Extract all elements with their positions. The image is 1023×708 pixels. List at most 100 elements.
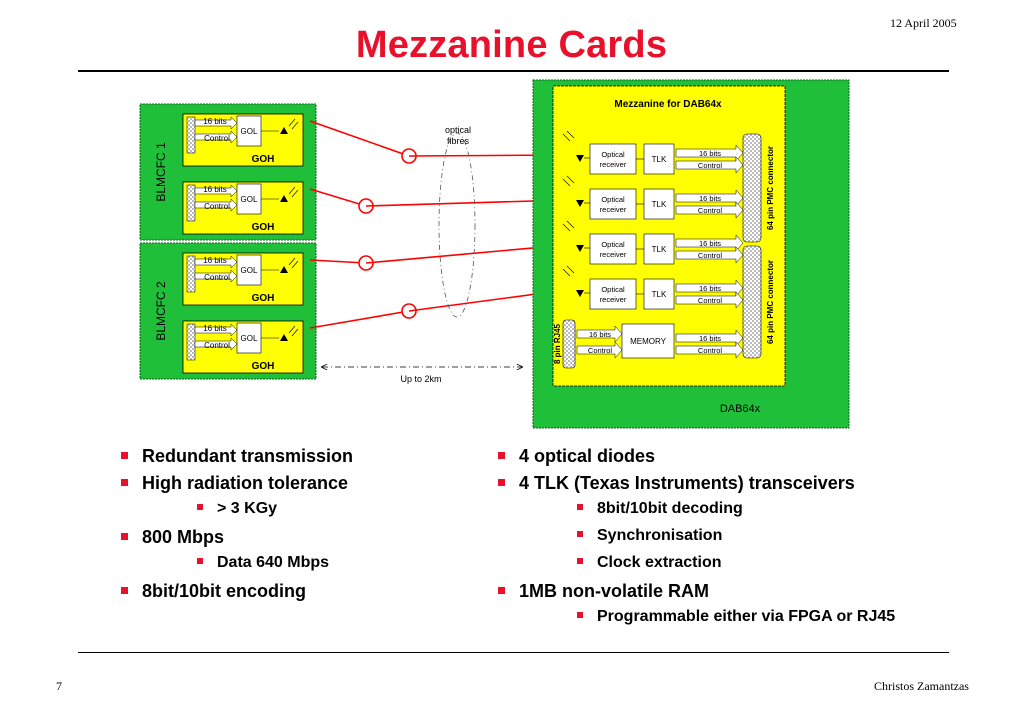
bits-label: 16 bits [203, 185, 227, 194]
bullet-text: 4 TLK (Texas Instruments) transceivers [519, 473, 855, 493]
bits-bus-label: 16 bits [699, 334, 721, 343]
control-bus-arrow [675, 341, 744, 359]
bullet-marker [577, 530, 583, 537]
photodiode-icon [576, 290, 584, 297]
bullet-marker [121, 478, 128, 486]
slide-date: 12 April 2005 [890, 16, 957, 30]
rj45-label: 8 pin RJ45 [553, 323, 562, 364]
memory-label: MEMORY [630, 337, 667, 346]
bits-label: 16 bits [203, 117, 227, 126]
blm-card-label: BLMCFC 2 [154, 281, 168, 341]
control-label: Control [204, 202, 230, 211]
optical-receiver-box [589, 143, 637, 175]
control-bus-arrow [675, 201, 744, 219]
bits-bus-arrow [194, 184, 238, 198]
bits-bus-label: 16 bits [589, 330, 611, 339]
laser-diode-icon [280, 195, 288, 202]
optical-receiver-label: Optical [601, 195, 625, 204]
bits-bus-arrow [675, 279, 744, 297]
pmc-connector [742, 245, 762, 359]
tlk-chip [643, 233, 675, 265]
bullet-text: 8bit/10bit decoding [597, 500, 743, 517]
bullet-item: Data 640 Mbps [197, 554, 329, 572]
optical-receiver-label: Optical [601, 240, 625, 249]
bullet-text: Programmable either via FPGA or RJ45 [597, 608, 896, 625]
fibres-label-line2: fibres [447, 136, 470, 146]
control-bus-arrow [194, 337, 238, 351]
gol-chip [236, 115, 262, 147]
bullet-marker [498, 451, 505, 459]
connector-strip [186, 255, 196, 293]
rj45-connector [562, 319, 576, 369]
control-bus-label: Control [698, 206, 723, 215]
control-bus-arrow [675, 291, 744, 309]
bullet-item: 8bit/10bit encoding [121, 581, 306, 602]
bullet-item: 8bit/10bit decoding [577, 500, 743, 518]
control-bus-label: Control [698, 161, 723, 170]
bullet-item: Programmable either via FPGA or RJ45 [577, 608, 895, 626]
laser-diode-icon [280, 334, 288, 341]
bits-bus-label: 16 bits [699, 284, 721, 293]
pmc-connector-label: 64 pin PMC connector [766, 260, 775, 344]
bits-bus-label: 16 bits [699, 149, 721, 158]
gol-label: GOL [241, 127, 258, 136]
bullet-text: 1MB non-volatile RAM [519, 581, 710, 601]
bullet-marker [121, 586, 128, 594]
optical-fibre [309, 259, 367, 264]
connector-strip [186, 116, 196, 154]
bullet-marker [577, 611, 583, 618]
bullet-marker [577, 557, 583, 564]
bullet-item: Clock extraction [577, 554, 721, 572]
bits-bus-label: 16 bits [699, 194, 721, 203]
control-bus-label: Control [698, 251, 723, 260]
optical-receiver-label: receiver [600, 250, 627, 259]
connector-strip [186, 323, 196, 361]
mezzanine-title: Mezzanine for DAB64x [614, 99, 722, 110]
bullet-marker [498, 478, 505, 486]
goh-label: GOH [252, 293, 275, 304]
bullet-text: Synchronisation [597, 527, 723, 544]
control-bus-arrow [194, 269, 238, 283]
blm-card-label: BLMCFC 1 [154, 142, 168, 202]
memory-chip [621, 323, 675, 359]
bits-bus-arrow [194, 255, 238, 269]
bullet-text: Clock extraction [597, 554, 722, 571]
tlk-label: TLK [652, 155, 667, 164]
fibres-label-line1: optical [445, 125, 471, 135]
bullet-marker [577, 503, 583, 510]
bits-bus-arrow [675, 329, 744, 347]
goh-label: GOH [252, 222, 275, 233]
bullet-marker [121, 532, 128, 540]
gol-chip [236, 254, 262, 286]
laser-diode-icon [280, 266, 288, 273]
control-bus-arrow [194, 130, 238, 144]
bullet-item: > 3 KGy [197, 500, 277, 518]
bullet-text: 4 optical diodes [519, 446, 656, 466]
bullet-item: Redundant transmission [121, 446, 353, 467]
optical-fibre [309, 310, 410, 329]
tlk-chip [643, 278, 675, 310]
optical-receiver-label: receiver [600, 160, 627, 169]
distance-label: Up to 2km [400, 374, 441, 384]
title-divider [78, 70, 949, 72]
control-bus-label: Control [588, 346, 613, 355]
bullet-item: Synchronisation [577, 527, 722, 545]
tlk-label: TLK [652, 290, 667, 299]
optical-fibre [309, 120, 410, 157]
control-label: Control [204, 273, 230, 282]
bullet-item: High radiation tolerance [121, 473, 348, 494]
optical-receiver-label: Optical [601, 285, 625, 294]
bullet-text: Data 640 Mbps [217, 554, 330, 571]
page-number: 7 [56, 679, 62, 693]
control-bus-arrow [675, 156, 744, 174]
gol-chip [236, 183, 262, 215]
bullet-item: 800 Mbps [121, 527, 224, 548]
laser-diode-icon [280, 127, 288, 134]
